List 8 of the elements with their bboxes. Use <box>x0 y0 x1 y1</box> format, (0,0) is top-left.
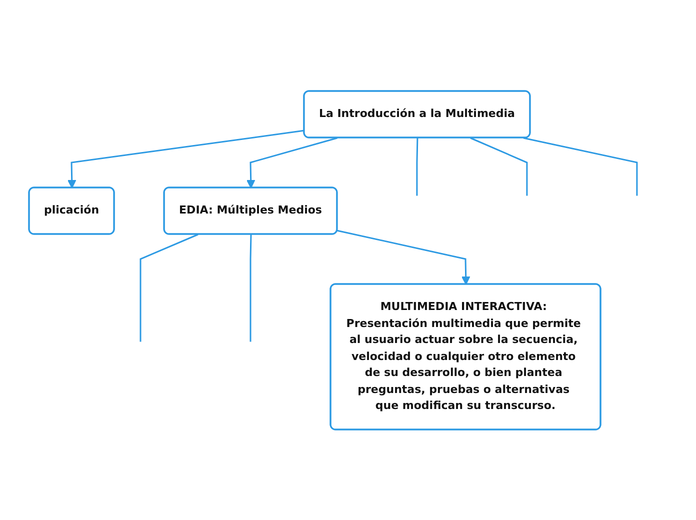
connector <box>416 138 418 196</box>
connector <box>470 137 528 196</box>
arrow <box>246 137 338 188</box>
arrow <box>67 130 305 188</box>
connector <box>140 234 198 342</box>
connector <box>250 234 252 342</box>
connector <box>523 137 638 196</box>
arrow <box>337 230 470 285</box>
